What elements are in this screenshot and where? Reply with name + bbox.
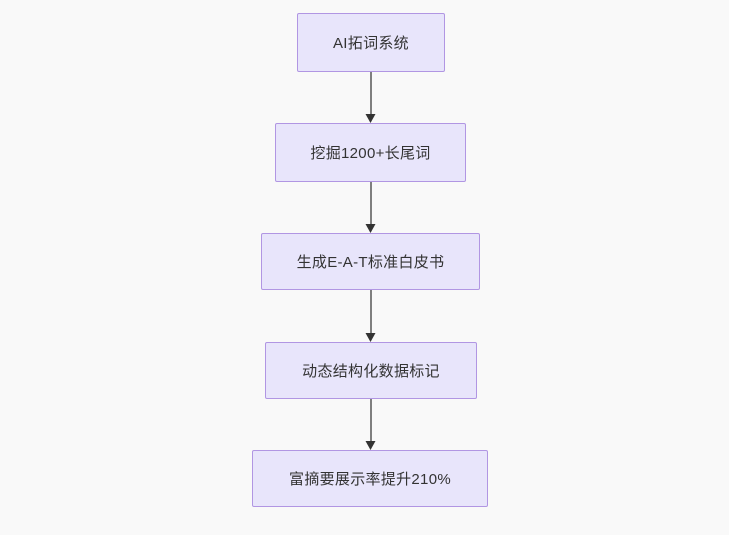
flow-node-ai-keyword-system[interactable]: AI拓词系统: [297, 13, 445, 72]
flow-node-rich-snippet-uplift[interactable]: 富摘要展示率提升210%: [252, 450, 488, 507]
edge-line: [370, 290, 372, 334]
edge-line: [370, 399, 372, 442]
flow-node-mine-longtail-keywords[interactable]: 挖掘1200+长尾词: [275, 123, 466, 182]
arrowhead-icon: [365, 333, 376, 342]
arrowhead-icon: [365, 441, 376, 450]
edge-line: [370, 182, 372, 225]
edge-line: [370, 72, 372, 115]
flow-node-generate-eat-whitepaper[interactable]: 生成E-A-T标准白皮书: [261, 233, 480, 290]
flow-node-dynamic-structured-data[interactable]: 动态结构化数据标记: [265, 342, 477, 399]
arrowhead-icon: [365, 114, 376, 123]
arrowhead-icon: [365, 224, 376, 233]
